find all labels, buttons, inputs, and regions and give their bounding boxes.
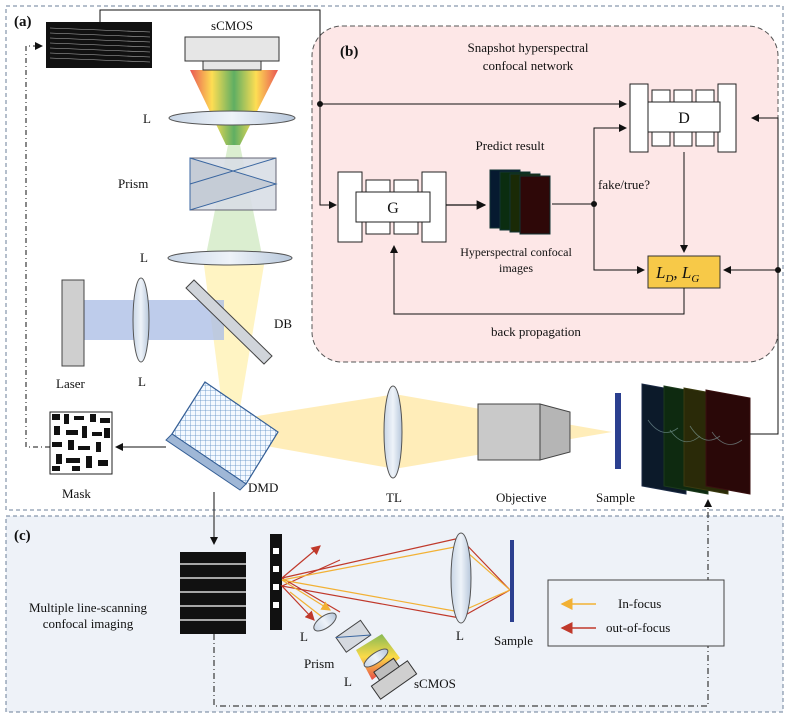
prism-c: [335, 619, 372, 653]
lens-c-small-label: L: [344, 674, 352, 689]
panel-c-label: (c): [14, 528, 31, 544]
images-to-loss-arrow: [593, 204, 645, 274]
lens-c-big: [450, 532, 472, 624]
sample-label: Sample: [596, 490, 635, 505]
panel-c-title-1: Multiple line-scanning: [29, 600, 148, 615]
lens-c-left-label: L: [300, 629, 308, 644]
lens-c-small: [313, 612, 337, 632]
fake-true-label: fake/true?: [598, 177, 650, 192]
junction-top: [317, 101, 323, 107]
legend-in-label: In-focus: [618, 596, 661, 611]
loss-box: [647, 255, 721, 289]
output-image-stack: [641, 383, 751, 495]
laser-lens-label: L: [138, 374, 146, 389]
images-label-1: Hyperspectral confocal: [460, 245, 572, 259]
prism-c-label: Prism: [304, 656, 334, 671]
backprop-label: back propagation: [491, 324, 581, 339]
output-to-d-line: [750, 114, 779, 435]
mask-label: Mask: [62, 486, 91, 501]
junction-right: [775, 267, 781, 273]
laser-box: [61, 279, 85, 367]
discriminator-label: D: [678, 110, 690, 127]
camera-body: [184, 36, 280, 62]
tube-lens-label: TL: [386, 490, 402, 505]
images-to-d-arrow: [552, 124, 627, 205]
loss-label: LD, LG: [655, 263, 699, 285]
legend-box: [547, 579, 725, 647]
in-focus-rays: [281, 545, 511, 621]
panel-a-label: (a): [14, 14, 32, 30]
panel-c-title-2: confocal imaging: [43, 616, 134, 631]
prism: [189, 157, 278, 211]
excitation-beam: [232, 395, 612, 468]
objective-label: Objective: [496, 490, 547, 505]
lens-top-label: L: [143, 111, 151, 126]
legend-out-label: out-of-focus: [606, 620, 670, 635]
laser-label: Laser: [56, 376, 86, 391]
camera-c-label: sCMOS: [414, 676, 456, 691]
dichroic: [185, 279, 273, 365]
lens-mid-label: L: [140, 250, 148, 265]
spectrum-fan: [190, 70, 278, 145]
camera-label: sCMOS: [211, 18, 253, 33]
raw-image-stripes: [49, 27, 151, 63]
images-label-2: images: [499, 261, 533, 275]
camera-sensor: [202, 60, 262, 71]
mask-to-raw-dashed: [25, 42, 50, 448]
slit-openings: [273, 548, 279, 608]
panel-b-label: (b): [340, 44, 358, 60]
lens-c-big-label: L: [456, 628, 464, 643]
sample-c-label: Sample: [494, 633, 533, 648]
lens-top: [168, 110, 296, 126]
laser-lens: [132, 277, 150, 363]
tube-lens: [383, 385, 403, 479]
predicted-image-stack: [489, 169, 551, 235]
objective: [477, 403, 571, 461]
sample-slide: [615, 393, 621, 469]
line-scan-pattern: [180, 552, 246, 634]
mask-pattern: [49, 411, 113, 475]
dmd-label: DMD: [248, 480, 278, 495]
camera-c: [370, 657, 418, 700]
lens-c-small-2: [363, 648, 389, 668]
lens-mid: [167, 250, 293, 266]
dichroic-label: DB: [274, 316, 292, 331]
predict-result-label: Predict result: [476, 138, 545, 153]
panel-b-title-2: confocal network: [483, 58, 574, 73]
generator-label: G: [387, 200, 399, 217]
discriminator-network: [629, 83, 737, 153]
sample-c: [510, 540, 514, 622]
backprop-arrow: [390, 245, 685, 315]
raw-to-g-line: [99, 9, 337, 209]
laser-beam: [84, 300, 224, 340]
panel-b-title-1: Snapshot hyperspectral: [468, 40, 589, 55]
dmd: [165, 381, 279, 491]
generator-network: [337, 171, 447, 243]
prism-label: Prism: [118, 176, 148, 191]
